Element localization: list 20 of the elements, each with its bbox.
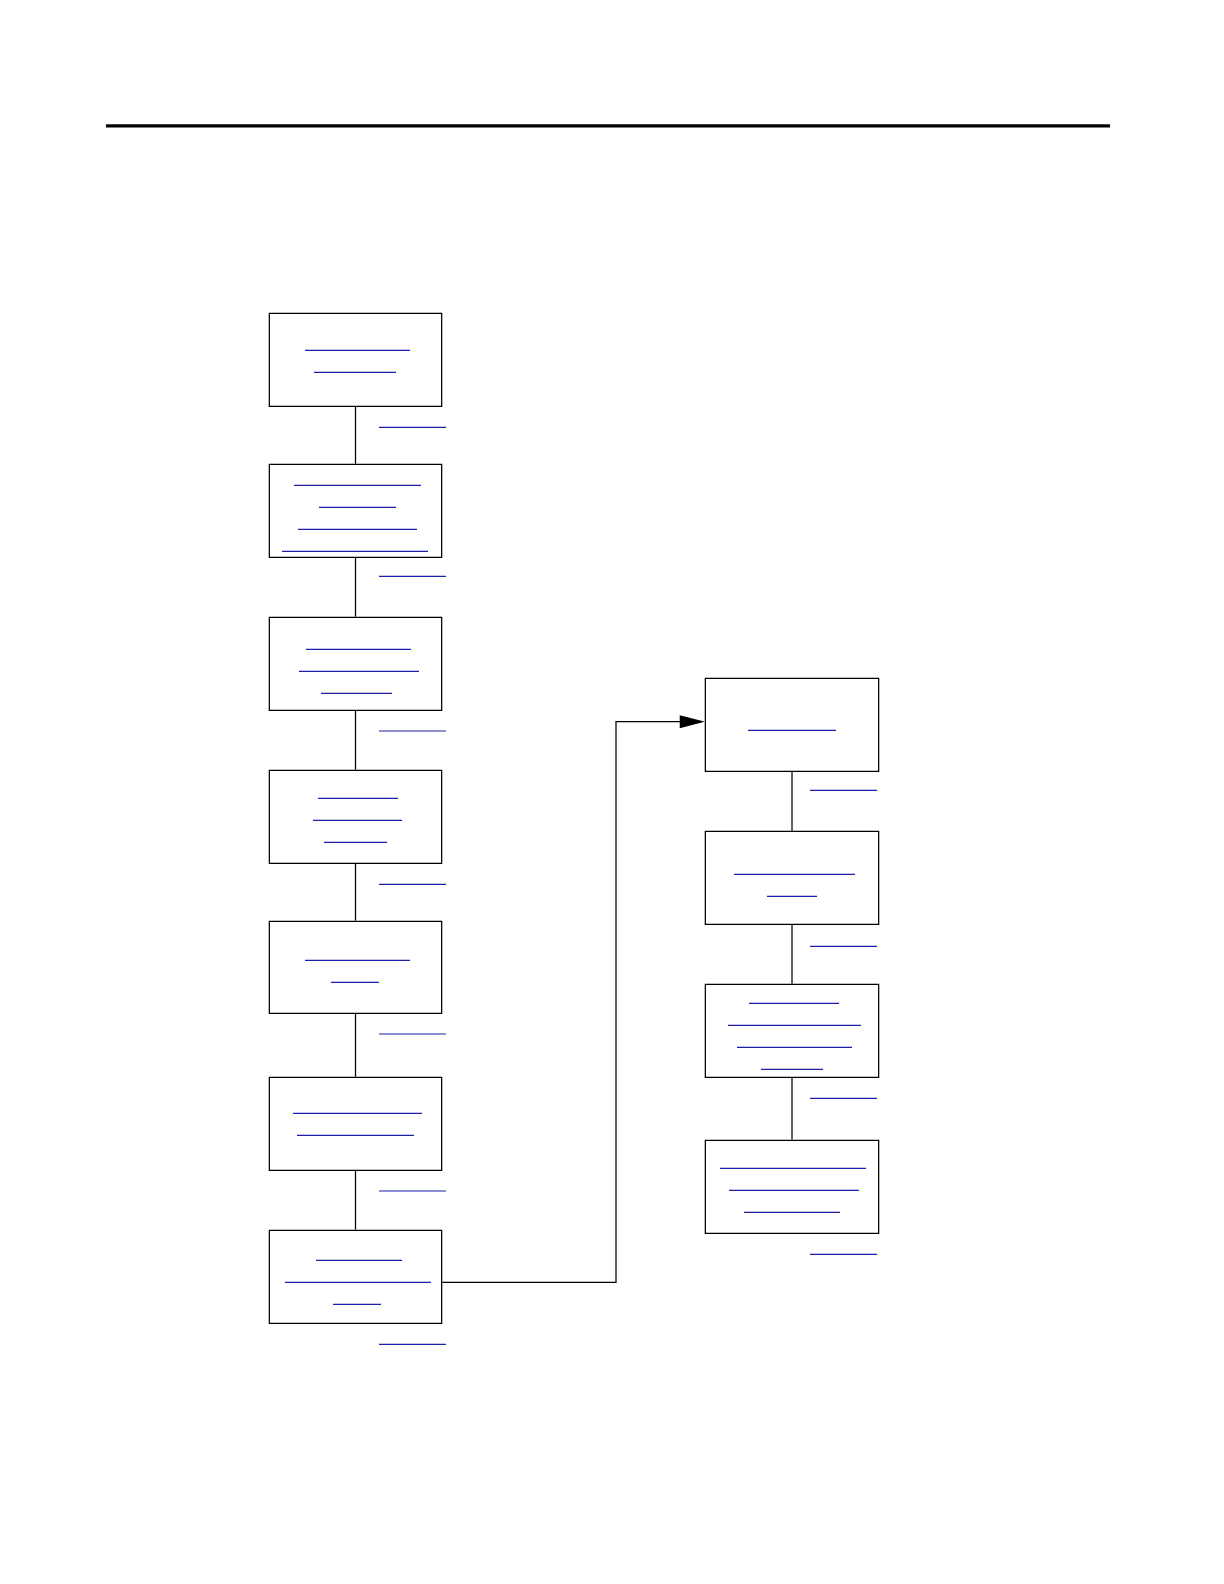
empty-box [268,616,443,711]
empty-box [268,463,443,558]
empty-box [704,983,880,1078]
connector-line [354,406,357,465]
empty-box [268,1076,443,1171]
empty-box [268,769,443,864]
connector-line [354,1170,357,1231]
empty-box [704,830,880,925]
connector-line [354,863,357,922]
connector-line [791,771,793,832]
empty-box [704,1139,880,1234]
empty-box [704,677,880,772]
empty-box [268,312,443,407]
connector-line [354,710,357,771]
empty-box [268,1229,443,1324]
connector-line [791,1077,793,1141]
connector-line [791,924,793,985]
empty-box [268,920,443,1014]
connector-line [354,557,357,618]
connector-line [354,1013,357,1078]
